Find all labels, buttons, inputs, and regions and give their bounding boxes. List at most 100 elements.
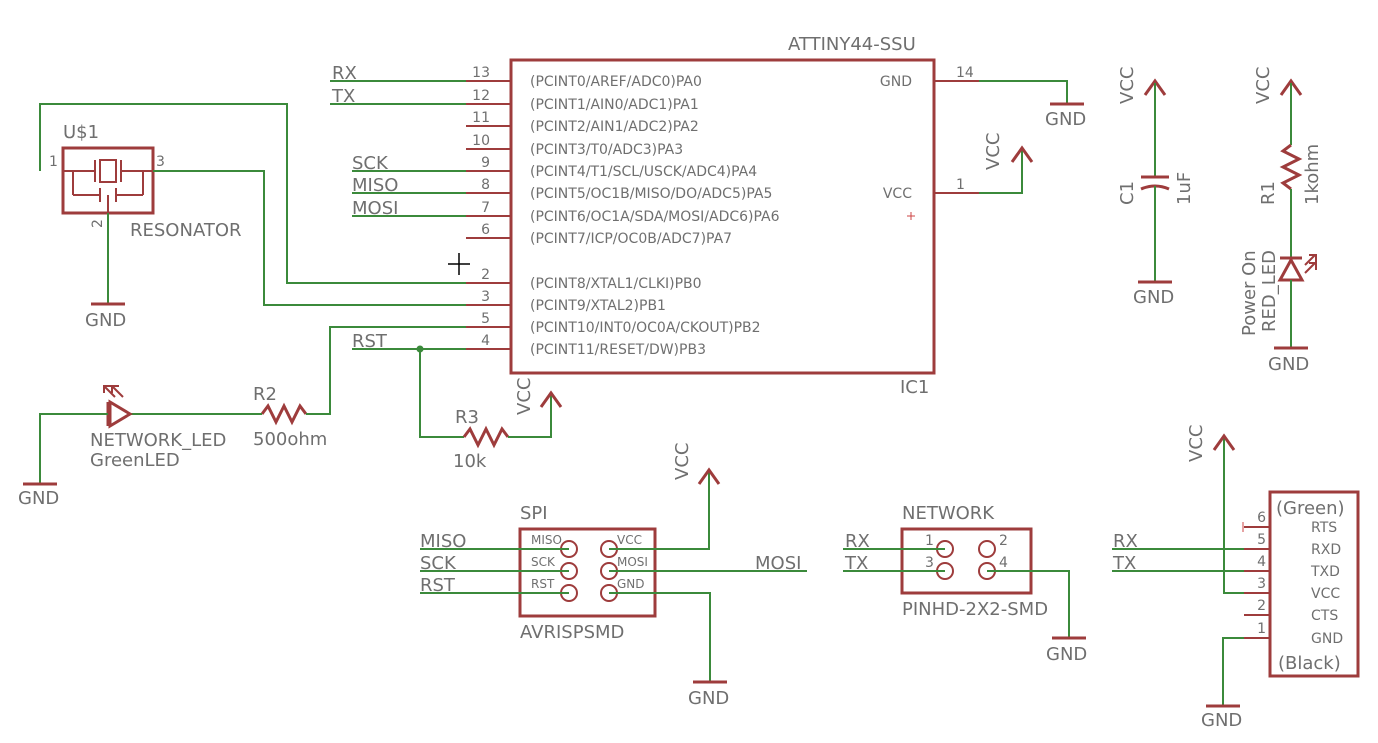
net-label-sck: SCK <box>352 153 389 174</box>
ftdi-wires: RX TX VCC GND <box>1112 425 1244 731</box>
resonator-value: RESONATOR <box>130 220 242 241</box>
network-led-circuit[interactable]: R2 500ohm GND NETWORK_LED GreenLED <box>18 326 466 509</box>
r2-ref: R2 <box>253 384 277 405</box>
network-wires: RX TX GND <box>843 531 1087 665</box>
ic1-net-wires: RX TX SCK MISO MOSI <box>330 63 466 219</box>
r1-ref: R1 <box>1258 181 1279 205</box>
ic1-pin-name: (PCINT3/T0/ADC3)PA3 <box>530 142 683 158</box>
ic1-pin-name: GND <box>880 74 912 90</box>
net-label-tx: TX <box>1112 553 1136 574</box>
ftdi-pin-num: 5 <box>1257 532 1266 548</box>
net-label-rst: RST <box>420 575 456 596</box>
gnd-label: GND <box>85 310 126 331</box>
r1-value: 1kohm <box>1302 144 1323 205</box>
gnd-label: GND <box>1046 644 1087 665</box>
ic1-pin-num: 10 <box>472 133 490 149</box>
reset-circuit[interactable]: RST VCC R3 10k <box>352 331 563 472</box>
ic1-pin-num: 4 <box>481 333 490 349</box>
spi-header[interactable]: SPI AVRISPSMD MISO VCC SCK MOSI RST GND <box>518 503 657 643</box>
spi-pin-label: MOSI <box>617 555 648 569</box>
resonator-pin-num: 2 <box>90 219 106 228</box>
resonator-wires: GND <box>39 103 466 331</box>
network-header[interactable]: NETWORK PINHD-2X2-SMD 1 2 3 4 <box>900 503 1048 620</box>
ic1-pin-num: 7 <box>481 200 490 216</box>
vcc-label: VCC <box>1253 67 1274 104</box>
ic1-pin-name: (PCINT6/OC1A/SDA/MOSI/ADC6)PA6 <box>530 209 780 225</box>
ftdi-pin-num: 6 <box>1257 510 1266 526</box>
spi-value: AVRISPSMD <box>520 622 624 643</box>
ic1-pin-name: (PCINT0/AREF/ADC0)PA0 <box>530 74 702 90</box>
ftdi-pin-name: RXD <box>1311 542 1341 558</box>
ftdi-body <box>1268 490 1360 678</box>
ic1-gnd-net: GND <box>979 80 1086 130</box>
spi-pin-label: VCC <box>617 533 642 547</box>
vcc-label: VCC <box>514 378 535 415</box>
ftdi-bottom-label: (Black) <box>1278 653 1341 674</box>
resonator-u1[interactable]: U$1 RESONATOR 1 3 2 <box>49 122 242 241</box>
net-label-mosi: MOSI <box>755 553 801 574</box>
gnd-label: GND <box>1133 287 1174 308</box>
vcc-label: VCC <box>672 443 693 480</box>
power-led-name: Power On <box>1239 250 1260 336</box>
gnd-label: GND <box>1268 354 1309 375</box>
spi-pin-label: MISO <box>531 533 562 547</box>
ftdi-header[interactable]: (Green) (Black) 6 5 4 3 2 1 RTS RXD TXD … <box>1242 490 1360 678</box>
ic1-ref-label: IC1 <box>900 377 929 398</box>
ic1-attiny44[interactable]: ATTINY44-SSU IC1 13 12 11 10 9 8 7 6 2 3… <box>466 34 979 398</box>
spi-pin-label: GND <box>617 577 645 591</box>
ftdi-pin-name: VCC <box>1311 586 1340 602</box>
net-label-tx: TX <box>844 553 868 574</box>
r2-value: 500ohm <box>253 429 327 450</box>
ftdi-pin-name: GND <box>1311 631 1343 647</box>
ic1-pin-name: (PCINT4/T1/SCL/USCK/ADC4)PA4 <box>530 164 757 180</box>
net-label-miso: MISO <box>352 175 398 196</box>
ic1-pin-name: (PCINT1/AIN0/ADC1)PA1 <box>530 97 699 113</box>
vcc-label: VCC <box>983 133 1004 170</box>
ic1-pin-num: 5 <box>481 311 490 327</box>
spi-pin-label: RST <box>531 577 555 591</box>
gnd-label: GND <box>18 488 59 509</box>
ic1-pin-name: (PCINT10/INT0/OC0A/CKOUT)PB2 <box>530 320 761 336</box>
vcc-label: VCC <box>1117 67 1138 104</box>
capacitor-c1[interactable]: VCC C1 1uF GND <box>1117 67 1195 308</box>
ic1-part-label: ATTINY44-SSU <box>788 34 916 55</box>
net-label-rx: RX <box>332 63 357 84</box>
resonator-ref: U$1 <box>63 122 99 143</box>
ftdi-top-label: (Green) <box>1276 498 1345 519</box>
ic1-pin-name: (PCINT8/XTAL1/CLKI)PB0 <box>530 276 702 292</box>
cursor-crosshair <box>448 253 470 275</box>
ic1-pin-name: (PCINT2/AIN1/ADC2)PA2 <box>530 119 699 135</box>
c1-value: 1uF <box>1174 172 1195 205</box>
ic1-pin-num: 14 <box>956 65 974 81</box>
network-value: PINHD-2X2-SMD <box>902 599 1048 620</box>
network-name: NETWORK <box>902 503 995 524</box>
ic1-pin-name: (PCINT11/RESET/DW)PB3 <box>530 342 706 358</box>
network-pin-num: 2 <box>999 533 1008 549</box>
vcc-label: VCC <box>1186 425 1207 462</box>
ic1-pin-name: (PCINT7/ICP/OC0B/ADC7)PA7 <box>530 231 732 247</box>
ic1-pin-name: VCC <box>883 186 912 202</box>
ic1-pin-num: 1 <box>956 177 965 193</box>
ic1-pin-num: 8 <box>481 177 490 193</box>
ic1-pin-num: 13 <box>472 65 490 81</box>
network-pin-num: 1 <box>925 533 934 549</box>
power-led-circuit[interactable]: VCC R1 1kohm Power On RED_LED GND <box>1239 67 1323 375</box>
r3-ref: R3 <box>455 407 479 428</box>
c1-ref: C1 <box>1117 181 1138 205</box>
resonator-pin-num: 1 <box>49 154 58 170</box>
ftdi-pin-name: CTS <box>1311 608 1338 624</box>
net-label-mosi: MOSI <box>352 198 398 219</box>
ftdi-pin-num: 4 <box>1257 554 1266 570</box>
ic1-pin-num: 2 <box>481 267 490 283</box>
ic1-pin-name: (PCINT9/XTAL2)PB1 <box>530 298 666 314</box>
ftdi-pin-name: RTS <box>1311 520 1337 536</box>
gnd-label: GND <box>1045 109 1086 130</box>
spi-name: SPI <box>520 503 548 524</box>
power-led-value: RED_LED <box>1259 250 1280 332</box>
spi-pin-label: SCK <box>531 555 556 569</box>
ic1-pin-num: 9 <box>481 155 490 171</box>
ic1-pin-num: 3 <box>481 289 490 305</box>
net-label-miso: MISO <box>420 531 466 552</box>
ftdi-pin-num: 3 <box>1257 576 1266 592</box>
